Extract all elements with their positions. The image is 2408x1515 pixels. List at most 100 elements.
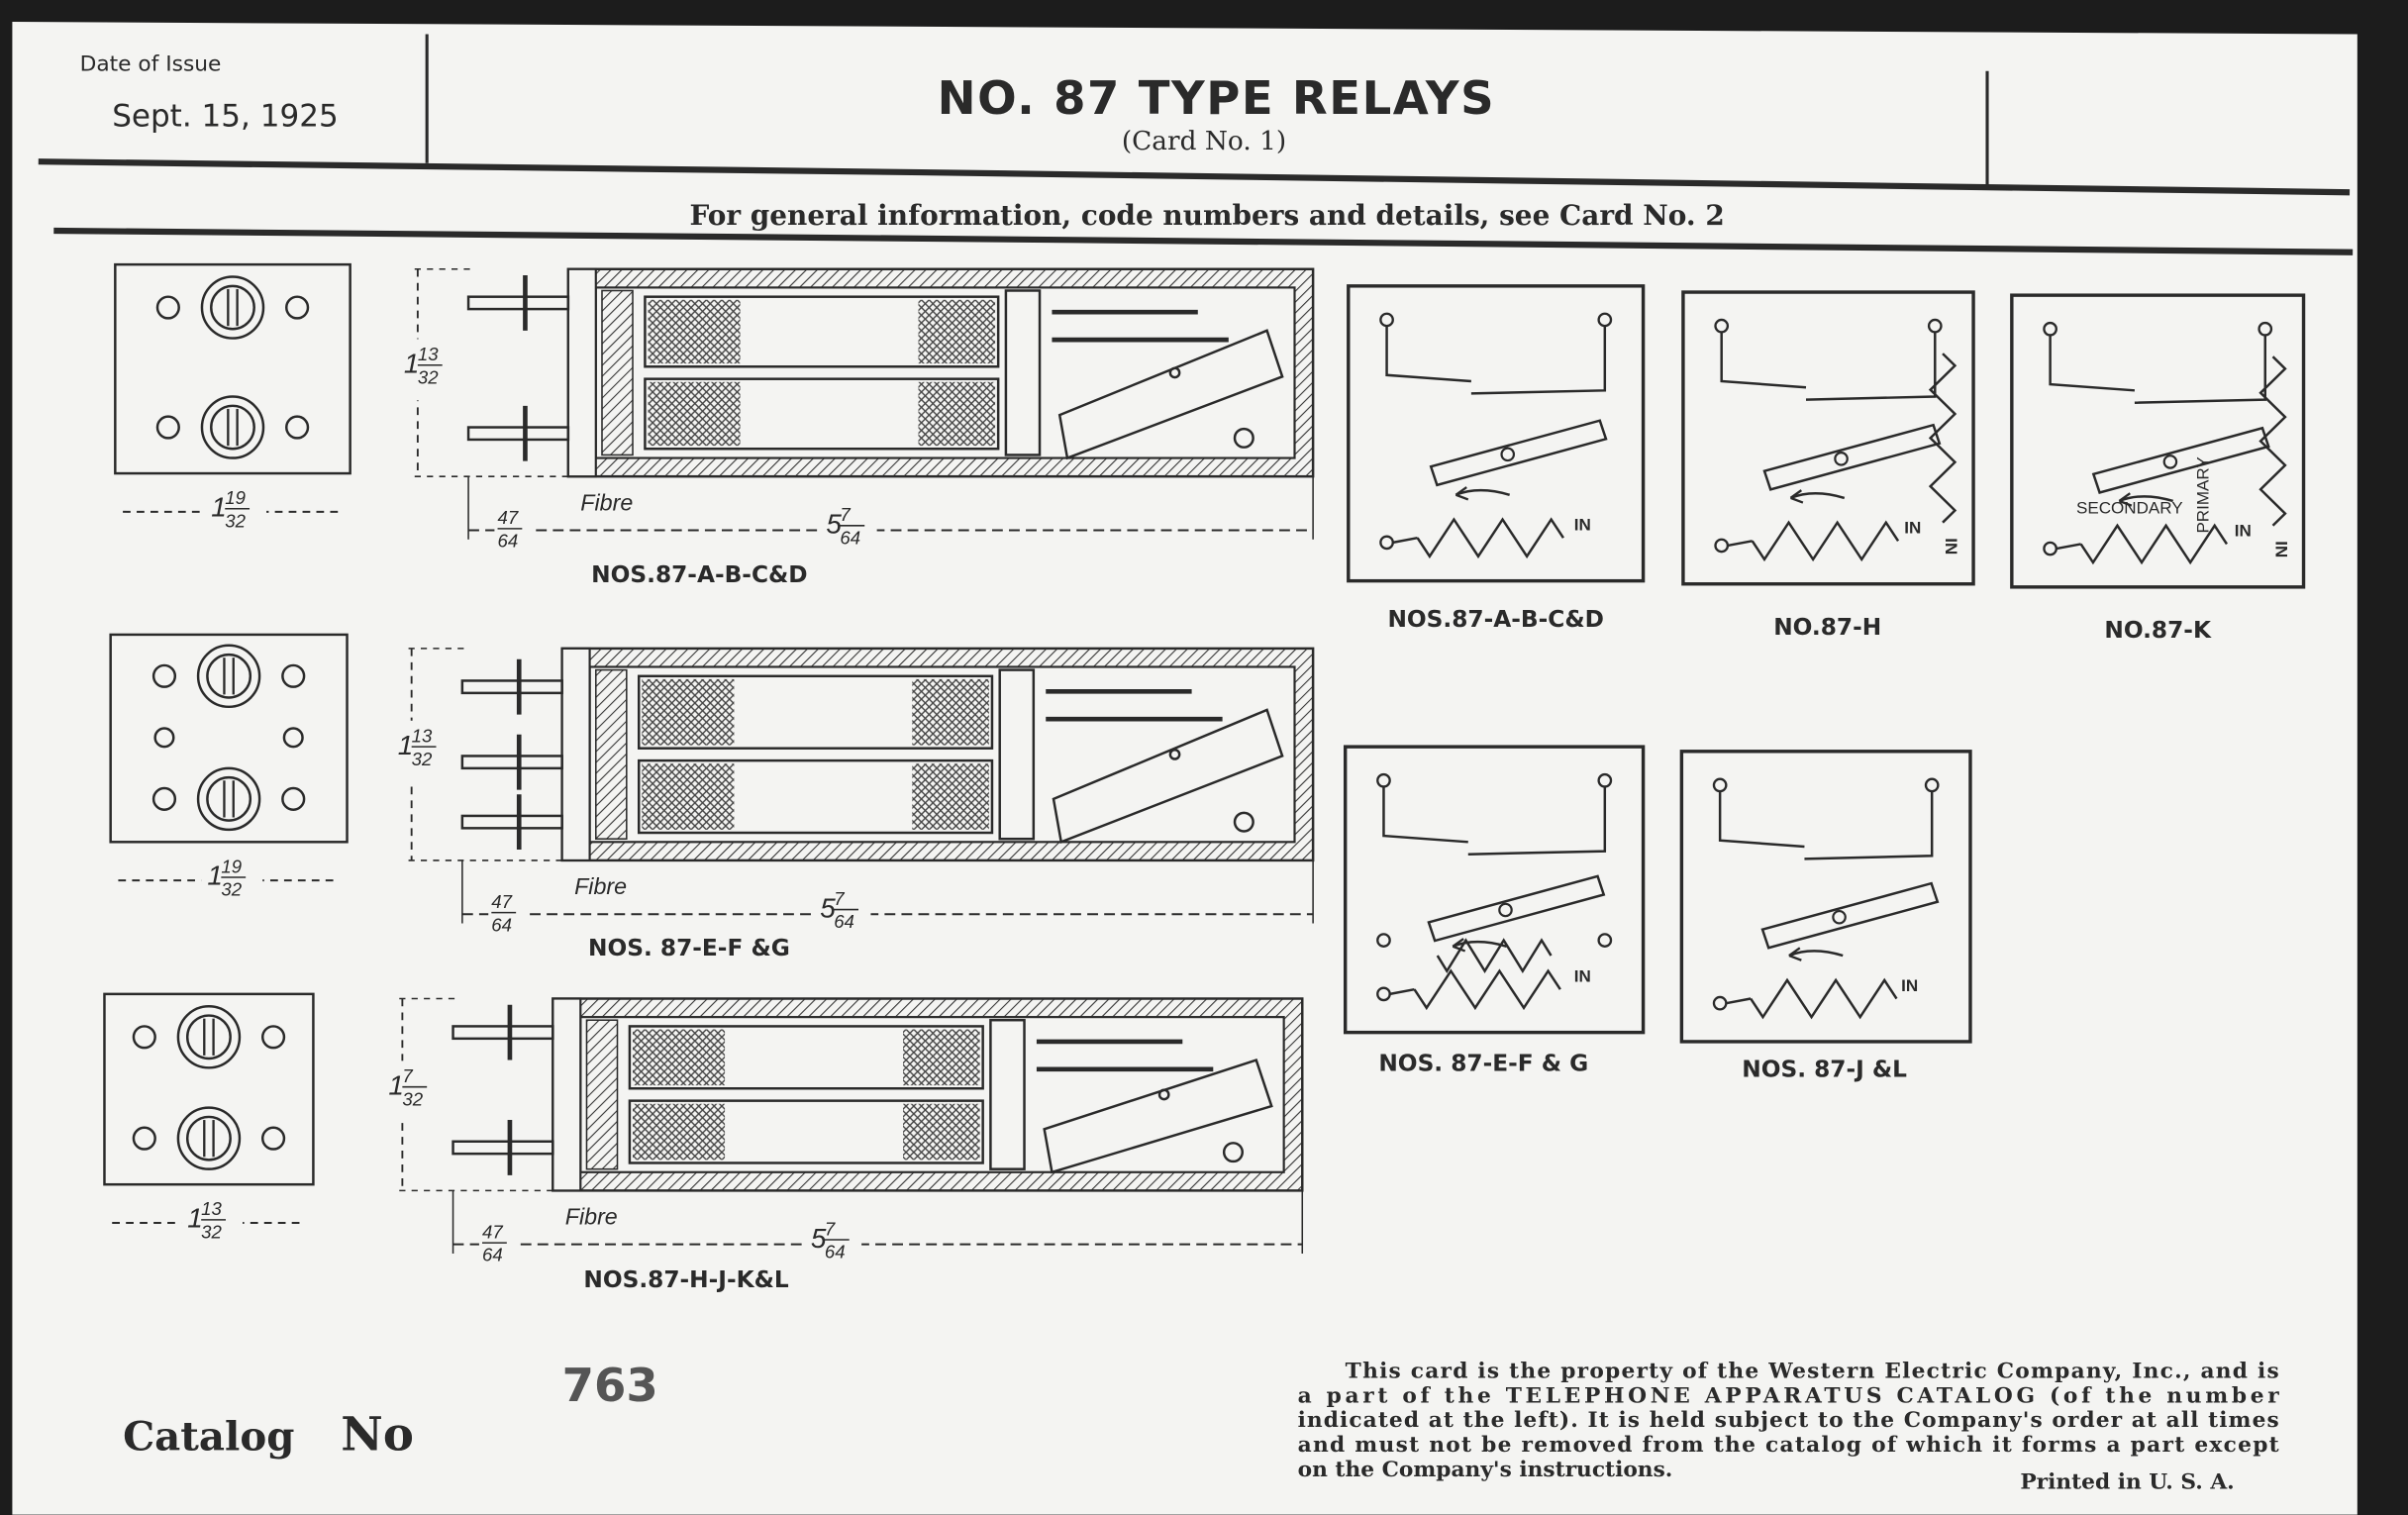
armature-pivot xyxy=(1157,1088,1170,1101)
core-bracket xyxy=(998,668,1036,841)
coil-winding xyxy=(912,678,989,746)
terminal-screw xyxy=(206,653,252,699)
terminal xyxy=(1927,318,1943,334)
terminal-screw xyxy=(185,1115,232,1162)
mounting-screw xyxy=(260,1025,286,1050)
terminal xyxy=(2043,541,2057,556)
terminal-nut xyxy=(196,766,261,832)
fibre-plate xyxy=(566,267,597,478)
mounting-screw xyxy=(285,415,310,440)
coil-winding xyxy=(903,1103,980,1161)
mounting-screw xyxy=(151,663,177,688)
coil-winding xyxy=(918,299,996,364)
label-bg xyxy=(181,1196,244,1247)
width-dimension-denominator: 32 xyxy=(221,879,242,900)
height-dimension-numerator: 7 xyxy=(402,1065,413,1086)
core-bracket xyxy=(1004,289,1042,456)
terminal-nut xyxy=(196,644,261,709)
label-bg xyxy=(494,508,532,556)
pin-dimension-denominator: 64 xyxy=(482,1245,503,1265)
terminal xyxy=(1379,535,1394,551)
mounting-screw xyxy=(132,1126,156,1151)
schematic-label: NOS. 87-J &L xyxy=(1742,1057,1907,1083)
label-bg xyxy=(488,892,526,940)
terminal xyxy=(1376,772,1391,788)
coil xyxy=(637,674,994,750)
armature xyxy=(1057,329,1284,460)
terminal xyxy=(2043,321,2057,337)
coil-winding-symbol xyxy=(1416,517,1564,559)
arrowhead xyxy=(1452,938,1466,953)
fibre-plate xyxy=(560,647,591,862)
armature xyxy=(1043,1058,1273,1174)
schematic-frame xyxy=(1343,745,1646,1035)
adjusting-screw xyxy=(1222,1142,1245,1163)
schematic-label: NOS. 87-E-F & G xyxy=(1378,1050,1588,1076)
contact-wire xyxy=(1385,326,1471,383)
contact-wire xyxy=(2049,335,2136,392)
secondary-label: SECONDARY xyxy=(2076,498,2183,517)
terminal-nut xyxy=(200,275,265,340)
terminal-pin xyxy=(452,1140,554,1156)
front-plate xyxy=(114,262,351,475)
terminal-pin xyxy=(466,426,570,442)
coil xyxy=(637,758,994,835)
width-dimension-whole: 1 xyxy=(211,491,227,522)
header-rule-top xyxy=(38,158,2351,196)
height-dimension-numerator: 13 xyxy=(418,344,439,364)
label-bg xyxy=(383,1060,434,1123)
terminal xyxy=(1379,312,1394,328)
height-dimension-denominator: 32 xyxy=(412,749,433,769)
length-dimension-whole: 5 xyxy=(811,1223,827,1254)
height-dimension-whole: 1 xyxy=(398,730,414,760)
in-label: IN xyxy=(1574,515,1591,534)
width-dimension-whole: 1 xyxy=(207,860,223,891)
heel-piece xyxy=(595,668,628,840)
mounting-screw xyxy=(132,1025,156,1050)
terminal-pin xyxy=(466,295,570,311)
heel-piece xyxy=(601,289,634,456)
mounting-screw xyxy=(281,786,306,811)
coil xyxy=(644,377,1000,451)
coil-winding xyxy=(912,763,989,830)
contact-wire xyxy=(1720,332,1807,389)
notice-line: indicated at the left). It is held subje… xyxy=(1298,1408,2279,1433)
relay-label: NOS.87-H-J-K&L xyxy=(583,1266,789,1293)
mounting-screw xyxy=(281,663,306,688)
arrowhead xyxy=(1455,486,1469,501)
coil xyxy=(644,295,1000,368)
contact-wire xyxy=(1718,791,1805,849)
terminal xyxy=(1924,777,1940,793)
terminal xyxy=(1714,538,1730,554)
schematic-frame xyxy=(1681,290,1975,586)
armature-symbol xyxy=(1762,423,1942,491)
armature xyxy=(1052,708,1284,845)
terminal xyxy=(1597,933,1613,948)
pivot xyxy=(1832,909,1847,925)
catalog-no-label: No xyxy=(341,1407,414,1462)
schematic-label: NOS.87-A-B-C&D xyxy=(1387,606,1603,633)
armature-symbol xyxy=(2091,426,2270,494)
armature-pivot xyxy=(1168,749,1181,760)
adjusting-screw xyxy=(1233,427,1254,449)
armature-symbol xyxy=(1427,874,1606,943)
header-rule-bottom xyxy=(53,227,2354,255)
length-dimension-denominator: 64 xyxy=(834,911,854,932)
contact-wire xyxy=(1804,791,1934,860)
date-of-issue-label: Date of Issue xyxy=(80,52,222,77)
schematic: IN xyxy=(1347,284,1646,583)
terminal xyxy=(1597,772,1613,788)
coil-winding-symbol xyxy=(1751,520,1900,562)
arrowhead xyxy=(1788,947,1802,961)
current-arrow xyxy=(1788,950,1844,958)
notice-line: a part of the TELEPHONE APPARATUS CATALO… xyxy=(1298,1383,2280,1408)
current-arrow xyxy=(2118,495,2174,503)
